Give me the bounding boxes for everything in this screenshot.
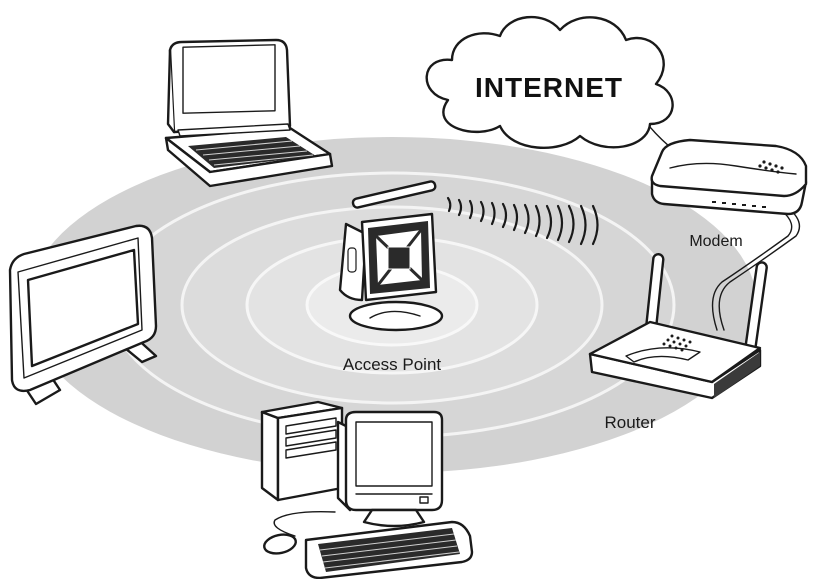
modem-label: Modem <box>689 233 742 250</box>
internet-cloud: INTERNET <box>425 15 674 149</box>
wireless-signal-waves <box>446 196 599 246</box>
laptop-display <box>182 44 276 114</box>
tower-drive-bays <box>285 417 337 459</box>
cable-mouse <box>273 510 336 537</box>
router-body-dark-side <box>714 352 760 398</box>
monitor-frame-inner <box>17 237 143 379</box>
laptop-hinge <box>177 123 291 137</box>
access-point-base <box>348 300 444 332</box>
router-vent <box>662 334 692 352</box>
cable-modem-router-2 <box>711 209 793 331</box>
modem-top-panel <box>669 162 797 175</box>
access-point-led-grid <box>387 246 411 270</box>
mouse <box>263 533 297 555</box>
laptop-screen-side <box>166 48 176 134</box>
laptop-keyboard-keys <box>195 140 314 166</box>
access-point-icon: Access Point <box>338 180 444 374</box>
crt-power-button <box>419 496 429 504</box>
tower-side <box>260 410 280 502</box>
crt-monitor-stand <box>362 508 426 528</box>
cable-modem-router <box>718 206 801 331</box>
laptop-icon <box>164 38 334 188</box>
access-point-side-slot <box>347 247 357 273</box>
modem-leds <box>712 201 766 208</box>
router-icon: Router <box>588 253 768 432</box>
monitor-display <box>26 248 140 368</box>
monitor-icon <box>8 224 158 406</box>
access-point-base-split <box>369 310 421 319</box>
desktop-computer-icon <box>260 400 474 579</box>
modem-icon: Modem <box>650 138 808 250</box>
cloud-shape <box>425 15 674 149</box>
modem-vent <box>758 160 784 174</box>
keyboard-keys <box>318 528 460 572</box>
crt-monitor-screen <box>355 421 433 487</box>
access-point-label: Access Point <box>343 355 442 374</box>
keyboard-key-lines <box>319 533 460 569</box>
access-point-antenna <box>351 180 437 209</box>
router-label: Router <box>604 413 655 432</box>
cloud-label: INTERNET <box>475 72 623 103</box>
laptop-keyboard <box>188 137 316 168</box>
modem-body-top <box>650 138 808 198</box>
laptop-base-front <box>164 136 334 188</box>
